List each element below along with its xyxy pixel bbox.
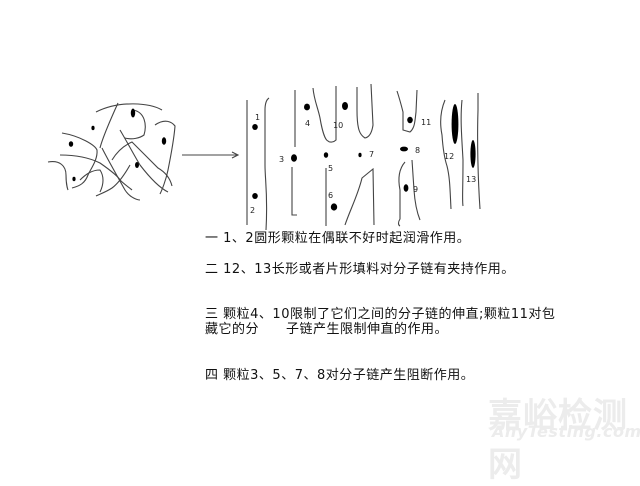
particle-label-10: 10 xyxy=(333,121,343,130)
particle-label-7: 7 xyxy=(369,150,374,159)
particle-label-1: 1 xyxy=(255,113,260,122)
particle-label-3: 3 xyxy=(279,155,284,164)
note-2: 二 12、13长形或者片形填料对分子链有夹持作用。 xyxy=(205,262,560,277)
aligned-polymer-chains xyxy=(246,83,481,231)
particle-label-5: 5 xyxy=(328,164,333,173)
note-prefix: 四 xyxy=(205,368,219,383)
particle-label-11: 11 xyxy=(421,118,431,127)
particle-label-12: 12 xyxy=(444,152,454,161)
note-text: 颗粒4、10限制了它们之间的分子链的伸直;颗粒11对包藏它的分 子链产生限制伸直… xyxy=(205,307,556,337)
polymer-filler-diagram: 1 2 3 4 5 6 7 8 9 10 11 12 13 xyxy=(47,83,481,231)
note-3: 三 颗粒4、10限制了它们之间的分子链的伸直;颗粒11对包藏它的分 子链产生限制… xyxy=(205,307,560,337)
filler-particles xyxy=(68,102,476,211)
note-text: 12、13长形或者片形填料对分子链有夹持作用。 xyxy=(223,262,515,277)
particle-label-9: 9 xyxy=(413,185,418,194)
note-text: 1、2圆形颗粒在偶联不好时起润滑作用。 xyxy=(223,231,471,246)
watermark-en: AnyTesting.com xyxy=(492,422,640,441)
note-prefix: 二 xyxy=(205,262,219,277)
note-prefix: 一 xyxy=(205,231,219,246)
particle-label-8: 8 xyxy=(415,146,420,155)
particle-label-2: 2 xyxy=(250,206,255,215)
particle-label-13: 13 xyxy=(466,175,476,184)
note-1: 一 1、2圆形颗粒在偶联不好时起润滑作用。 xyxy=(205,231,560,246)
particle-label-6: 6 xyxy=(328,191,333,200)
note-prefix: 三 xyxy=(205,307,219,322)
particle-label-4: 4 xyxy=(305,119,310,128)
tangled-polymer-chains xyxy=(47,102,176,201)
note-text: 颗粒3、5、7、8对分子链产生阻断作用。 xyxy=(223,368,475,383)
note-4: 四 颗粒3、5、7、8对分子链产生阻断作用。 xyxy=(205,368,560,383)
